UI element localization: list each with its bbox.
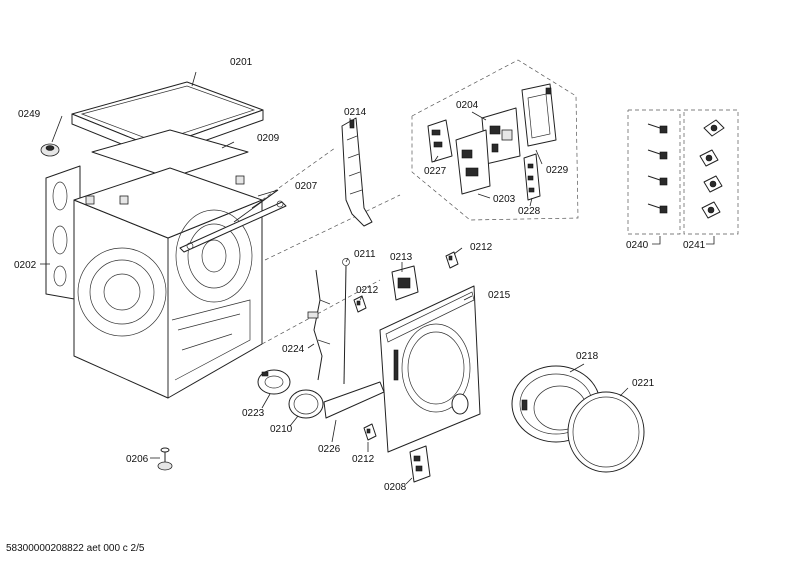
door-lock-part[interactable] bbox=[409, 445, 431, 483]
label-0204: 0204 bbox=[456, 100, 479, 111]
label-0215: 0215 bbox=[488, 290, 511, 301]
label-0213: 0213 bbox=[390, 252, 413, 263]
label-0212-bottom: 0212 bbox=[352, 454, 375, 465]
label-0221: 0221 bbox=[632, 378, 655, 389]
sensor-module-part-0213[interactable] bbox=[391, 265, 419, 301]
crossbar-part[interactable] bbox=[179, 200, 287, 253]
lid-plate-part[interactable] bbox=[91, 129, 249, 179]
bottom-cover-part[interactable] bbox=[323, 381, 385, 419]
clip-part-0212-mid[interactable] bbox=[353, 295, 367, 313]
seal-part[interactable] bbox=[288, 389, 324, 419]
clip-part-0212-bottom[interactable] bbox=[363, 423, 377, 441]
label-0224: 0224 bbox=[282, 344, 305, 355]
pcb-part-0203[interactable] bbox=[455, 129, 491, 199]
frame-part-0229[interactable] bbox=[521, 83, 557, 147]
label-0211: 0211 bbox=[354, 249, 376, 260]
control-module-part-0204[interactable] bbox=[481, 107, 521, 165]
label-0210: 0210 bbox=[270, 424, 293, 435]
assembly-guide-lines bbox=[261, 59, 739, 345]
label-0212-mid: 0212 bbox=[356, 285, 379, 296]
document-id: 58300000208822 aet 000 c 2/5 bbox=[6, 543, 145, 554]
foot-part-0206[interactable] bbox=[157, 447, 173, 471]
label-0212-top: 0212 bbox=[470, 242, 493, 253]
label-0209: 0209 bbox=[257, 133, 280, 144]
clip-set-part-0241[interactable] bbox=[699, 119, 725, 219]
switch-block-part-0227[interactable] bbox=[427, 119, 453, 163]
label-0228: 0228 bbox=[518, 206, 541, 217]
front-panel-part[interactable] bbox=[379, 285, 481, 453]
hose-part-0211[interactable] bbox=[342, 258, 350, 385]
label-0240: 0240 bbox=[626, 240, 649, 251]
part-labels: 0201 0249 0209 0207 0202 0214 0204 0227 … bbox=[14, 57, 706, 493]
wire-harness-part-0224[interactable] bbox=[307, 269, 331, 381]
label-0207: 0207 bbox=[295, 181, 318, 192]
label-0227: 0227 bbox=[424, 166, 447, 177]
connector-strip-part-0228[interactable] bbox=[523, 153, 541, 201]
door-frame-part[interactable] bbox=[567, 391, 645, 473]
label-0208: 0208 bbox=[384, 482, 407, 493]
wire-bracket-part[interactable] bbox=[341, 117, 373, 227]
label-0249: 0249 bbox=[18, 109, 41, 120]
label-0201: 0201 bbox=[230, 57, 253, 68]
label-0218: 0218 bbox=[576, 351, 599, 362]
foot-part-0249[interactable] bbox=[40, 143, 60, 157]
cabinet-housing-part[interactable] bbox=[73, 167, 263, 399]
label-0226: 0226 bbox=[318, 444, 341, 455]
label-0214: 0214 bbox=[344, 107, 367, 118]
label-0229: 0229 bbox=[546, 165, 569, 176]
screw-set-part-0240[interactable] bbox=[647, 123, 668, 214]
label-0202: 0202 bbox=[14, 260, 37, 271]
clip-part-0212-top[interactable] bbox=[445, 251, 459, 269]
label-0241: 0241 bbox=[683, 240, 706, 251]
label-0223: 0223 bbox=[242, 408, 265, 419]
label-0206: 0206 bbox=[126, 454, 149, 465]
leader-lines bbox=[40, 71, 715, 485]
label-0203: 0203 bbox=[493, 194, 516, 205]
pump-ring-part[interactable] bbox=[257, 369, 291, 395]
